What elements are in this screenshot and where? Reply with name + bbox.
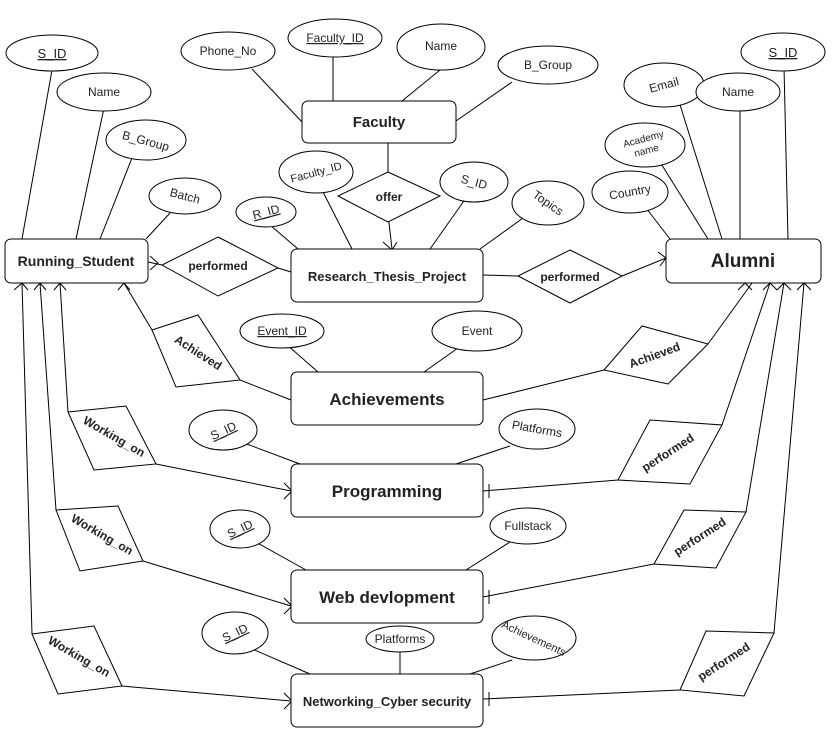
- attribute-rs-batch[interactable]: Batch: [148, 177, 222, 215]
- entity-web-development[interactable]: Web devlopment: [290, 569, 484, 624]
- attribute-rs-bgroup[interactable]: B_Group: [105, 119, 187, 161]
- attribute-label: Phone_No: [200, 44, 257, 58]
- attribute-achievements-event[interactable]: Event: [431, 310, 523, 352]
- attribute-alumni-email[interactable]: Email: [623, 62, 705, 108]
- attribute-research-sid[interactable]: S_ID: [439, 161, 509, 203]
- relationship-label: offer: [376, 190, 403, 204]
- attribute-faculty-phone[interactable]: Phone_No: [180, 31, 276, 71]
- attribute-label: Fullstack: [504, 519, 552, 533]
- attribute-research-topics[interactable]: Topics: [511, 180, 585, 226]
- entity-label: Programming: [332, 482, 443, 501]
- attribute-label: S_ID: [38, 46, 67, 61]
- entity-label: Faculty: [353, 114, 406, 131]
- relationship-performed-web[interactable]: performed: [653, 509, 747, 569]
- attribute-faculty-bgroup[interactable]: B_Group: [497, 45, 599, 85]
- relationship-working-on-networking[interactable]: Working_on: [31, 625, 123, 695]
- entity-label: Networking_Cyber security: [303, 694, 472, 709]
- attribute-rs-name[interactable]: Name: [56, 72, 152, 112]
- connector-lines: [21, 57, 805, 702]
- relationship-student-achieved[interactable]: Achieved: [151, 314, 241, 388]
- attribute-label: B_Group: [524, 58, 572, 72]
- attribute-label: S_ID: [769, 45, 798, 60]
- attribute-web-fullstack[interactable]: Fullstack: [489, 507, 567, 545]
- relationship-alumni-achieved[interactable]: Achieved: [603, 325, 709, 385]
- entity-label: Alumni: [711, 251, 775, 272]
- relationship-offer[interactable]: offer: [336, 171, 442, 223]
- attribute-label: Name: [88, 85, 120, 99]
- attribute-alumni-sid[interactable]: S_ID: [740, 32, 826, 72]
- attribute-alumni-academy-name[interactable]: Academy name: [604, 122, 686, 168]
- relationship-research-performed-alumni[interactable]: performed: [516, 249, 624, 304]
- entity-label: Achievements: [329, 390, 444, 409]
- attribute-alumni-name[interactable]: Name: [695, 72, 781, 112]
- attribute-achievements-event-id[interactable]: Event_ID: [239, 313, 325, 349]
- relationship-performed-networking[interactable]: performed: [679, 630, 775, 697]
- attribute-programming-platforms[interactable]: Platforms: [498, 408, 576, 450]
- relationship-label: performed: [540, 270, 599, 284]
- relationship-performed-programming[interactable]: performed: [617, 419, 723, 485]
- attribute-programming-sid[interactable]: S_ID: [188, 409, 258, 451]
- attribute-label: R_ID: [251, 202, 281, 223]
- entity-running-student[interactable]: Running_Student: [4, 238, 149, 284]
- attribute-label: Name: [722, 85, 754, 99]
- attribute-networking-platforms[interactable]: Platforms: [365, 625, 435, 653]
- entity-label: Research_Thesis_Project: [308, 269, 467, 284]
- entity-alumni[interactable]: Alumni: [665, 238, 822, 284]
- entity-research-thesis-project[interactable]: Research_Thesis_Project: [290, 248, 484, 303]
- entity-label: Web devlopment: [319, 588, 455, 607]
- attribute-label: Name: [425, 39, 457, 53]
- attribute-label: S_ID: [459, 172, 489, 193]
- entity-networking-cyber-security[interactable]: Networking_Cyber security: [290, 673, 484, 728]
- attribute-research-faculty-id[interactable]: Faculty_ID: [278, 150, 354, 194]
- entity-programming[interactable]: Programming: [290, 463, 484, 518]
- attribute-web-sid[interactable]: S_ID: [209, 509, 271, 549]
- attribute-networking-achievements[interactable]: Achievements: [491, 615, 577, 661]
- relationship-label: performed: [188, 259, 247, 273]
- attribute-faculty-name[interactable]: Name: [396, 23, 486, 71]
- entity-label: Running_Student: [18, 253, 135, 269]
- attribute-label: Faculty_ID: [306, 31, 364, 45]
- attribute-alumni-country[interactable]: Country: [591, 170, 669, 214]
- attribute-research-rid[interactable]: R_ID: [235, 196, 297, 228]
- attribute-networking-sid[interactable]: S_ID: [201, 611, 269, 655]
- entity-faculty[interactable]: Faculty: [301, 100, 457, 144]
- attribute-faculty-id[interactable]: Faculty_ID: [287, 18, 383, 58]
- relationship-working-on-web[interactable]: Working_on: [55, 505, 144, 572]
- attribute-label: Event: [462, 324, 493, 338]
- attribute-rs-sid[interactable]: S_ID: [5, 34, 99, 72]
- relationship-student-performed-research[interactable]: performed: [160, 236, 280, 297]
- entity-achievements[interactable]: Achievements: [290, 371, 484, 426]
- relationship-working-on-programming[interactable]: Working_on: [67, 405, 157, 471]
- attribute-label: Platforms: [375, 632, 426, 646]
- attribute-label: Event_ID: [257, 324, 307, 338]
